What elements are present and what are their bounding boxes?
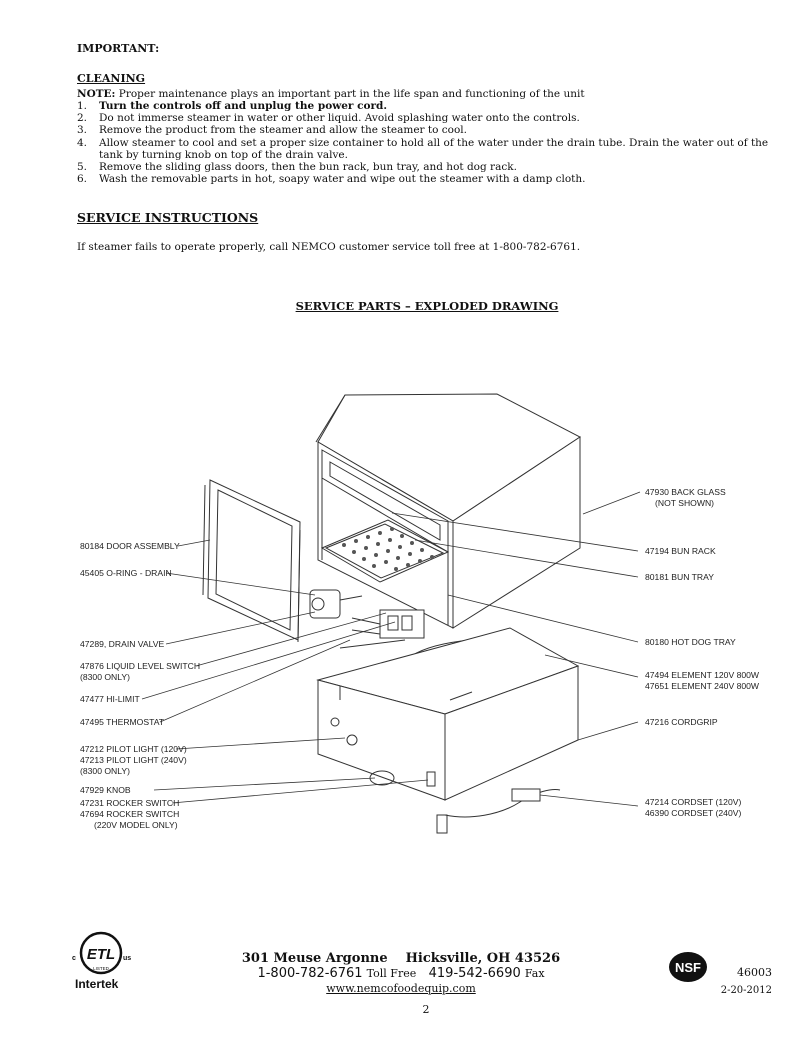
callout-liquid-level-note: (8300 ONLY): [80, 672, 130, 682]
callout-knob: 47929 KNOB: [80, 785, 131, 795]
callout-back-glass: 47930 BACK GLASS: [645, 487, 726, 497]
callout-door-assembly: 80184 DOOR ASSEMBLY: [80, 541, 180, 551]
etl-c-text: c: [72, 955, 76, 962]
callout-drain-valve: 47289, DRAIN VALVE: [80, 639, 164, 649]
footer-phone-label: Toll Free: [366, 967, 417, 980]
cleaning-step: 5.Remove the sliding glass doors, then t…: [77, 161, 517, 174]
callout-hot-dog-tray: 80180 HOT DOG TRAY: [645, 637, 736, 647]
callout-rocker-switch-note: (220V MODEL ONLY): [94, 820, 178, 830]
cleaning-step: 6.Wash the removable parts in hot, soapy…: [77, 173, 586, 186]
footer-fax-label: Fax: [524, 967, 545, 980]
callout-cordset-120: 47214 CORDSET (120V): [645, 797, 741, 807]
cleaning-step: 1.Turn the controls off and unplug the p…: [77, 100, 388, 112]
callout-hi-limit: 47477 HI-LIMIT: [80, 694, 140, 704]
footer-phone: 1-800-782-6761 Toll Free 419-542-6690 Fa…: [0, 966, 802, 981]
callout-rocker-switch-1: 47231 ROCKER SWITCH: [80, 798, 179, 808]
document-date: 2-20-2012: [720, 985, 772, 996]
note-text: Proper maintenance plays an important pa…: [115, 88, 585, 100]
footer-phone-number: 1-800-782-6761: [257, 966, 363, 981]
callout-cordset-240: 46390 CORDSET (240V): [645, 808, 741, 818]
bun-tray: [320, 519, 450, 583]
footer-url[interactable]: www.nemcofoodequip.com: [326, 982, 476, 995]
footer-address: 301 Meuse Argonne Hicksville, OH 43526: [0, 951, 802, 966]
callout-thermostat: 47495 THERMOSTAT: [80, 717, 165, 727]
page-number: 2: [422, 1003, 430, 1016]
callout-back-glass-note: (NOT SHOWN): [655, 498, 714, 508]
cleaning-step: 2.Do not immerse steamer in water or oth…: [77, 112, 580, 125]
tray-holes: [342, 527, 434, 571]
nsf-logo: NSF: [669, 952, 707, 982]
service-heading: SERVICE INSTRUCTIONS: [77, 210, 259, 225]
etl-us-text: us: [123, 955, 131, 962]
base-unit: [316, 627, 580, 801]
callout-liquid-level-switch: 47876 LIQUID LEVEL SWITCH: [80, 661, 200, 671]
cleaning-heading: CLEANING: [77, 72, 146, 85]
intertek-label: Intertek: [75, 977, 119, 991]
cleaning-steps: 1.Turn the controls off and unplug the p…: [77, 100, 777, 185]
callout-pilot-light-240: 47213 PILOT LIGHT (240V): [80, 755, 187, 765]
document-number: 46003: [737, 966, 772, 979]
etl-listed-text: LISTED: [93, 966, 110, 971]
callout-bun-tray: 80181 BUN TRAY: [645, 572, 714, 582]
nsf-logo-text: NSF: [675, 960, 701, 975]
service-text: If steamer fails to operate properly, ca…: [77, 241, 581, 253]
door-assembly: [202, 479, 301, 643]
leader-lines: [141, 491, 641, 807]
footer-fax-number: 419-542-6690: [428, 966, 521, 981]
callout-element-120: 47494 ELEMENT 120V 800W: [645, 670, 760, 680]
etl-mark-text: ETL: [87, 946, 115, 963]
callout-cordgrip: 47216 CORDGRIP: [645, 717, 718, 727]
callout-bun-rack: 47194 BUN RACK: [645, 546, 716, 556]
important-heading: IMPORTANT:: [77, 42, 160, 55]
etl-listed-logo: ETL c us LISTED: [72, 931, 131, 975]
drain-valve-drawing: [309, 589, 363, 619]
footer-city: Hicksville, OH 43526: [405, 951, 561, 966]
cleaning-step: 3.Remove the product from the steamer an…: [77, 124, 468, 137]
note-label: NOTE:: [77, 88, 116, 100]
callout-pilot-light-note: (8300 ONLY): [80, 766, 130, 776]
callout-element-240: 47651 ELEMENT 240V 800W: [645, 681, 760, 691]
footer-street: 301 Meuse Argonne: [241, 951, 388, 966]
cleaning-step: 4.Allow steamer to cool and set a proper…: [77, 136, 769, 161]
callout-pilot-light-120: 47212 PILOT LIGHT (120V): [80, 744, 187, 754]
parts-heading: SERVICE PARTS – EXPLODED DRAWING: [295, 299, 559, 313]
upper-cabinet: [315, 393, 581, 629]
callout-o-ring: 45405 O-RING - DRAIN: [80, 568, 172, 578]
cleaning-note: NOTE: Proper maintenance plays an import…: [77, 88, 777, 100]
callout-rocker-switch-2: 47694 ROCKER SWITCH: [80, 809, 179, 819]
